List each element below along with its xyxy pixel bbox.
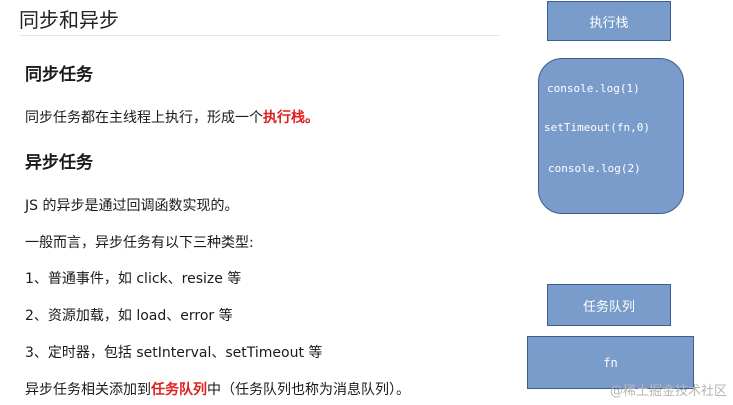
task-queue: fn	[527, 336, 694, 389]
async-summary: 异步任务相关添加到任务队列中（任务队列也称为消息队列）。	[25, 379, 410, 399]
async-summary-highlight: 任务队列	[151, 382, 207, 398]
async-type-3: 3、定时器，包括 setInterval、setTimeout 等	[25, 345, 323, 361]
async-type-2: 2、资源加载，如 load、error 等	[25, 308, 233, 324]
task-queue-label: 任务队列	[547, 284, 671, 326]
sync-description-highlight: 执行栈。	[263, 110, 319, 126]
sync-description-text: 同步任务都在主线程上执行，形成一个	[25, 110, 263, 126]
async-heading: 异步任务	[25, 153, 93, 173]
async-type-1: 1、普通事件，如 click、resize 等	[25, 271, 242, 287]
task-queue-label-text: 任务队列	[582, 299, 635, 315]
async-line-1: JS 的异步是通过回调函数实现的。	[25, 198, 239, 214]
watermark: @稀土掘金技术社区	[609, 384, 727, 399]
execution-stack-label-text: 执行栈	[589, 15, 629, 31]
stack-item: setTimeout(fn,0)	[544, 121, 650, 134]
async-summary-prefix: 异步任务相关添加到	[25, 382, 151, 398]
slide-title: 同步和异步	[19, 8, 119, 32]
async-summary-suffix: 中（任务队列也称为消息队列）。	[207, 382, 410, 398]
async-line-2: 一般而言，异步任务有以下三种类型:	[25, 235, 254, 251]
stack-item: console.log(1)	[547, 82, 640, 95]
execution-stack-label: 执行栈	[547, 1, 671, 41]
sync-description: 同步任务都在主线程上执行，形成一个执行栈。	[25, 107, 319, 127]
queue-item: fn	[603, 355, 618, 370]
title-divider	[19, 35, 499, 36]
sync-heading: 同步任务	[25, 65, 93, 85]
stack-item: console.log(2)	[548, 162, 641, 175]
execution-stack: console.log(1) setTimeout(fn,0) console.…	[538, 58, 684, 214]
